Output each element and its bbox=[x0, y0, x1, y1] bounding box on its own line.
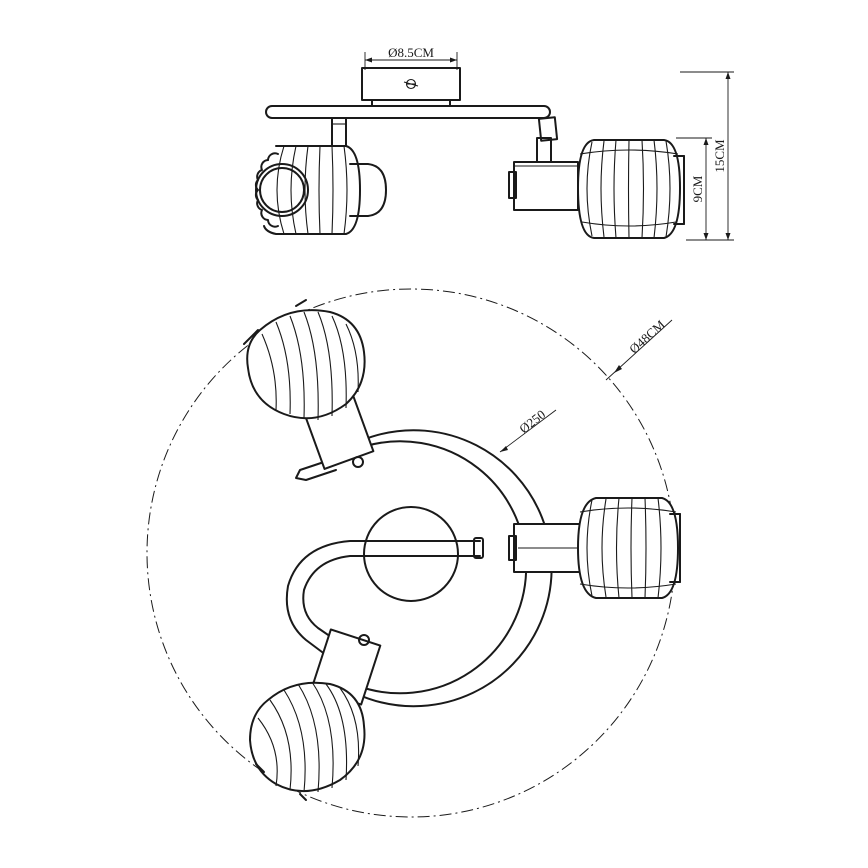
total-height-label: 15CM bbox=[712, 139, 727, 173]
arc-diameter-dimension: Ø250 bbox=[499, 407, 557, 453]
outer-diameter-dimension: Ø48CM bbox=[605, 317, 673, 381]
side-left-spot bbox=[254, 117, 387, 235]
base-diameter-label: Ø8.5CM bbox=[388, 45, 434, 60]
center-base-disc bbox=[363, 506, 459, 602]
ceiling-base bbox=[361, 67, 461, 107]
base-diameter-dimension: Ø8.5CM bbox=[364, 45, 458, 70]
side-right-spot bbox=[508, 116, 685, 239]
mounting-bar bbox=[265, 105, 551, 119]
side-view: Ø8.5CM bbox=[254, 45, 734, 241]
arc-track-inner bbox=[357, 440, 528, 695]
shade-height-label: 9CM bbox=[690, 175, 705, 202]
top-spot-lower-left bbox=[249, 628, 382, 801]
height-dimensions: 15CM 9CM bbox=[676, 71, 734, 241]
arc-diameter-label: Ø250 bbox=[516, 407, 548, 437]
connecting-arm bbox=[285, 540, 481, 665]
outer-diameter-label: Ø48CM bbox=[626, 317, 668, 357]
top-spot-upper-left bbox=[243, 299, 375, 481]
top-view: Ø48CM Ø250 bbox=[146, 288, 681, 818]
top-spot-right bbox=[508, 497, 681, 599]
